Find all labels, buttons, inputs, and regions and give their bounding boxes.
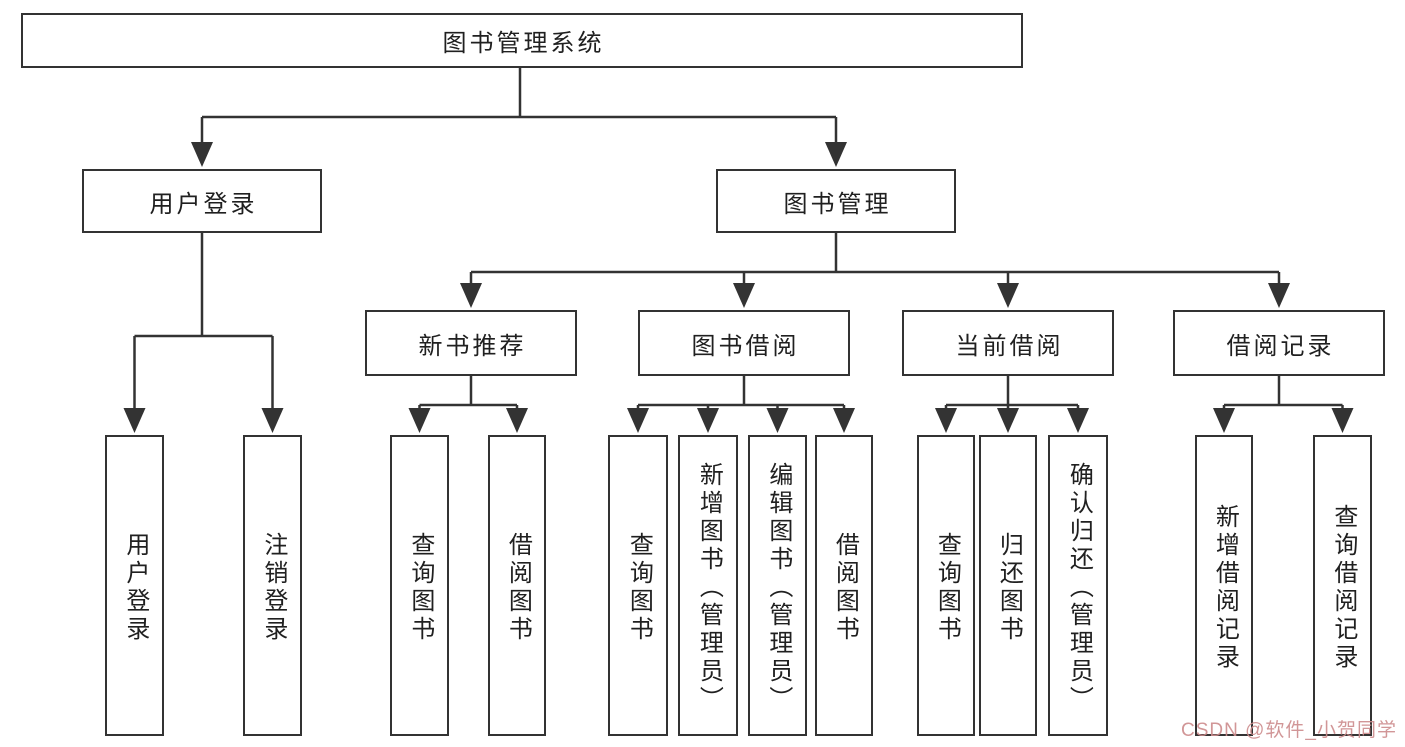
leaf-add-borrow-record: 新增借阅记录	[1195, 435, 1253, 736]
node-label: 当前借阅	[955, 332, 1064, 360]
leaf-label: 确认归还（管理员）	[1065, 461, 1093, 714]
leaf-label: 借阅图书	[831, 531, 859, 644]
node-library-system: 图书管理系统	[21, 13, 1023, 68]
leaf-borrow-book-recommend: 借阅图书	[488, 435, 546, 736]
node-book-borrow: 图书借阅	[638, 310, 850, 376]
leaf-label: 归还图书	[995, 531, 1023, 644]
leaf-label: 查询图书	[406, 531, 434, 644]
leaf-query-book-current: 查询图书	[917, 435, 975, 736]
node-user-login: 用户登录	[82, 169, 322, 233]
leaf-label: 编辑图书（管理员）	[764, 461, 792, 714]
leaf-label: 查询借阅记录	[1329, 503, 1357, 672]
node-label: 图书管理系统	[442, 30, 605, 57]
leaf-label: 新增借阅记录	[1211, 503, 1239, 672]
node-new-book-recommend: 新书推荐	[365, 310, 577, 376]
node-borrow-record: 借阅记录	[1173, 310, 1385, 376]
leaf-confirm-return-admin: 确认归还（管理员）	[1048, 435, 1108, 736]
leaf-label: 借阅图书	[504, 531, 532, 644]
leaf-query-book-borrow: 查询图书	[608, 435, 668, 736]
node-book-management: 图书管理	[716, 169, 956, 233]
node-label: 图书管理	[783, 190, 892, 218]
leaf-label: 查询图书	[625, 531, 653, 644]
leaf-logout: 注销登录	[243, 435, 302, 736]
leaf-borrow-book: 借阅图书	[815, 435, 873, 736]
leaf-query-book-recommend: 查询图书	[390, 435, 449, 736]
leaf-edit-book-admin: 编辑图书（管理员）	[748, 435, 807, 736]
leaf-label: 用户登录	[121, 531, 149, 644]
leaf-label: 注销登录	[259, 531, 287, 644]
leaf-user-login: 用户登录	[105, 435, 164, 736]
watermark: CSDN @软件_小贺同学	[1181, 720, 1397, 741]
leaf-label: 查询图书	[933, 531, 961, 644]
leaf-query-borrow-record: 查询借阅记录	[1313, 435, 1372, 736]
node-current-borrow: 当前借阅	[902, 310, 1114, 376]
node-label: 新书推荐	[418, 332, 527, 360]
node-label: 借阅记录	[1226, 332, 1335, 360]
node-label: 图书借阅	[691, 332, 800, 360]
leaf-return-book: 归还图书	[979, 435, 1037, 736]
leaf-label: 新增图书（管理员）	[695, 461, 723, 714]
leaf-add-book-admin: 新增图书（管理员）	[678, 435, 738, 736]
node-label: 用户登录	[149, 190, 258, 218]
